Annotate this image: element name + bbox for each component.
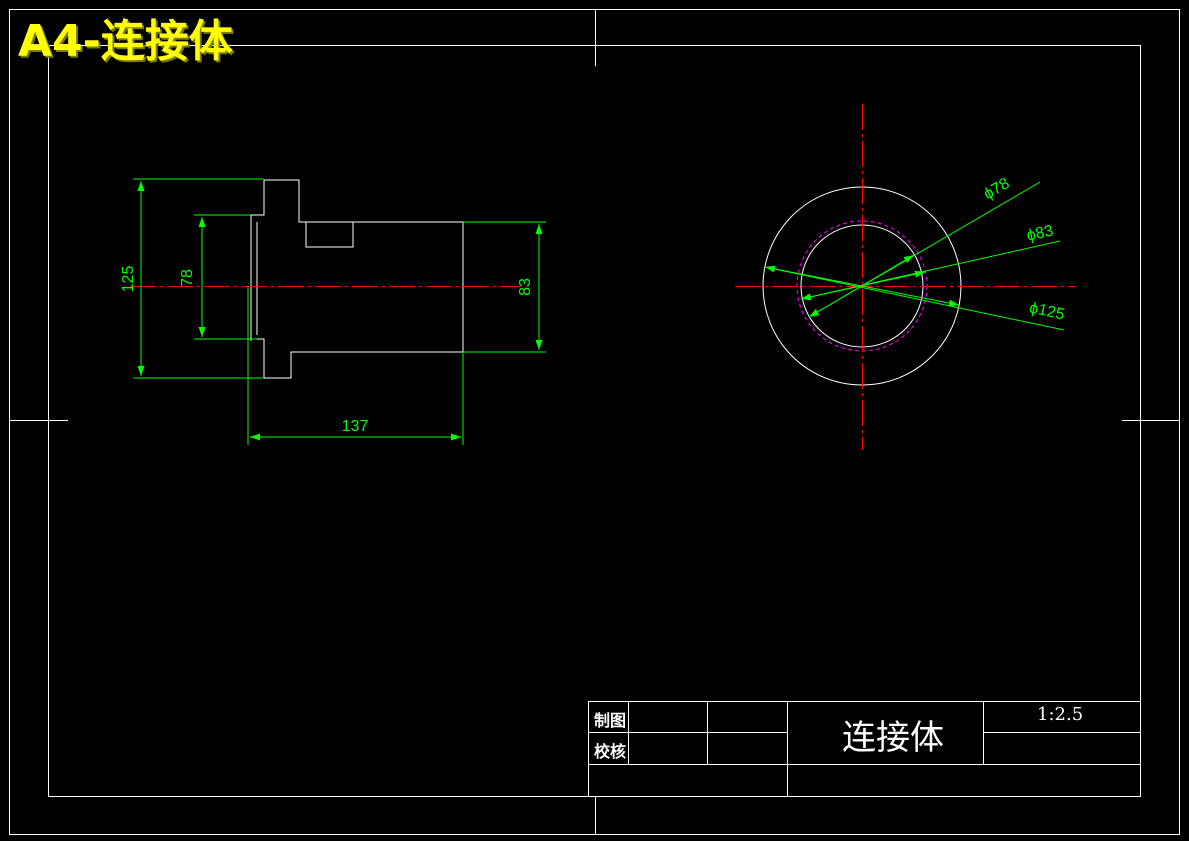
- outer-border: [9, 9, 1180, 835]
- dim-78-text: 78: [179, 269, 196, 287]
- dim-phi125-leader: [764, 266, 960, 307]
- dim-83-text: 83: [517, 278, 534, 296]
- dim-phi83-leader: [800, 270, 926, 300]
- checked-by-label: 校核: [594, 742, 627, 761]
- dim-phi83-text: ϕ83: [1025, 222, 1055, 244]
- title-block: [588, 701, 1141, 797]
- drawn-by-label: 制图: [594, 711, 627, 730]
- inner-frame: [48, 45, 1141, 797]
- scale-value: 1:2.5: [1037, 704, 1084, 725]
- side-dimensions: [764, 181, 1065, 331]
- front-dimensions: [133, 178, 546, 445]
- side-view: ϕ78 ϕ83 ϕ125: [735, 104, 1076, 450]
- dim-phi78-text: ϕ78: [981, 175, 1013, 203]
- dim-125-text: 125: [120, 266, 137, 293]
- part-name: 连接体: [842, 718, 944, 758]
- page-title: A4-连接体: [18, 16, 233, 67]
- part-outline: [250, 179, 464, 379]
- front-view: 125 78 83 137: [120, 178, 546, 445]
- dim-137-text: 137: [342, 418, 369, 435]
- dim-phi125-text: ϕ125: [1028, 300, 1067, 324]
